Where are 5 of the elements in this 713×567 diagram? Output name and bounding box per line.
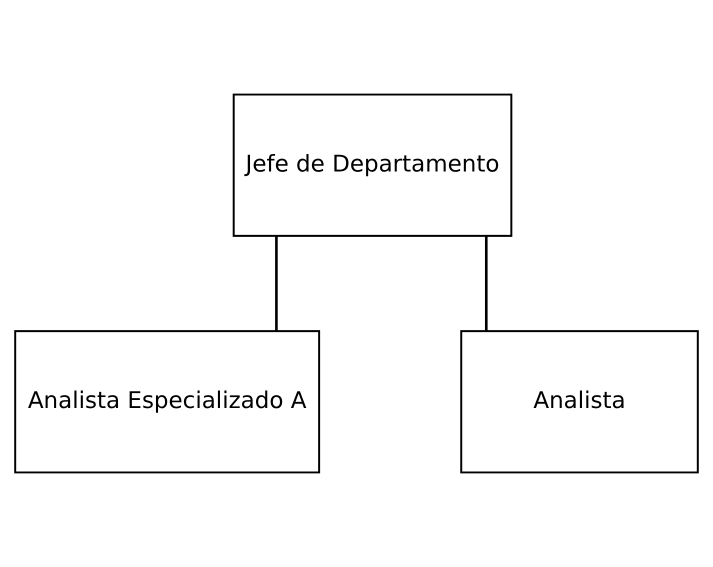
node-box: Jefe de Departamento (232, 94, 512, 237)
node-box: Analista Especializado A (14, 330, 320, 474)
connector (484, 236, 488, 331)
node-box: Analista (460, 330, 699, 474)
connector (275, 236, 278, 331)
